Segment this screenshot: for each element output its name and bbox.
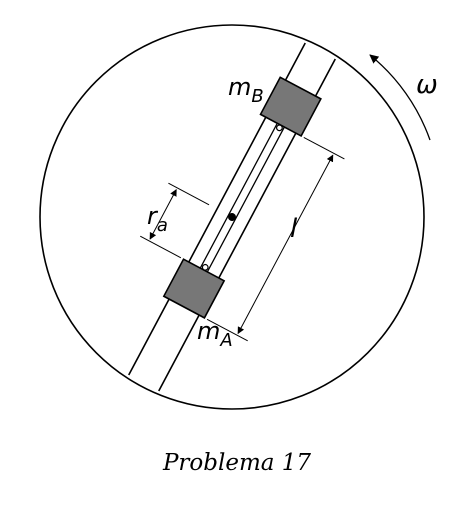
ra-extension-bottom <box>140 235 182 259</box>
l-dimension-line <box>237 154 334 335</box>
l-extension-top <box>303 136 345 160</box>
ra-dimension-line <box>149 189 177 240</box>
mass-a-pin <box>201 263 209 271</box>
center-pivot <box>228 213 236 221</box>
rod-left <box>199 122 278 269</box>
track <box>128 42 345 392</box>
rod-right <box>206 126 285 273</box>
mass-b-pin <box>276 124 283 132</box>
mass-b-block <box>259 76 322 138</box>
radius-label: ra <box>147 202 168 236</box>
l-extension-bottom <box>206 318 248 342</box>
length-label: l <box>290 214 298 244</box>
mass-a-label: mA <box>197 317 233 351</box>
curved-arrow-icon <box>369 54 431 141</box>
disk-circle <box>39 24 425 410</box>
omega-label: ω <box>416 70 438 100</box>
mass-b-label: mB <box>228 73 264 107</box>
mass-a-block <box>162 258 226 319</box>
caption-text: Problema 17 <box>162 450 311 476</box>
ra-extension-top <box>168 182 210 206</box>
